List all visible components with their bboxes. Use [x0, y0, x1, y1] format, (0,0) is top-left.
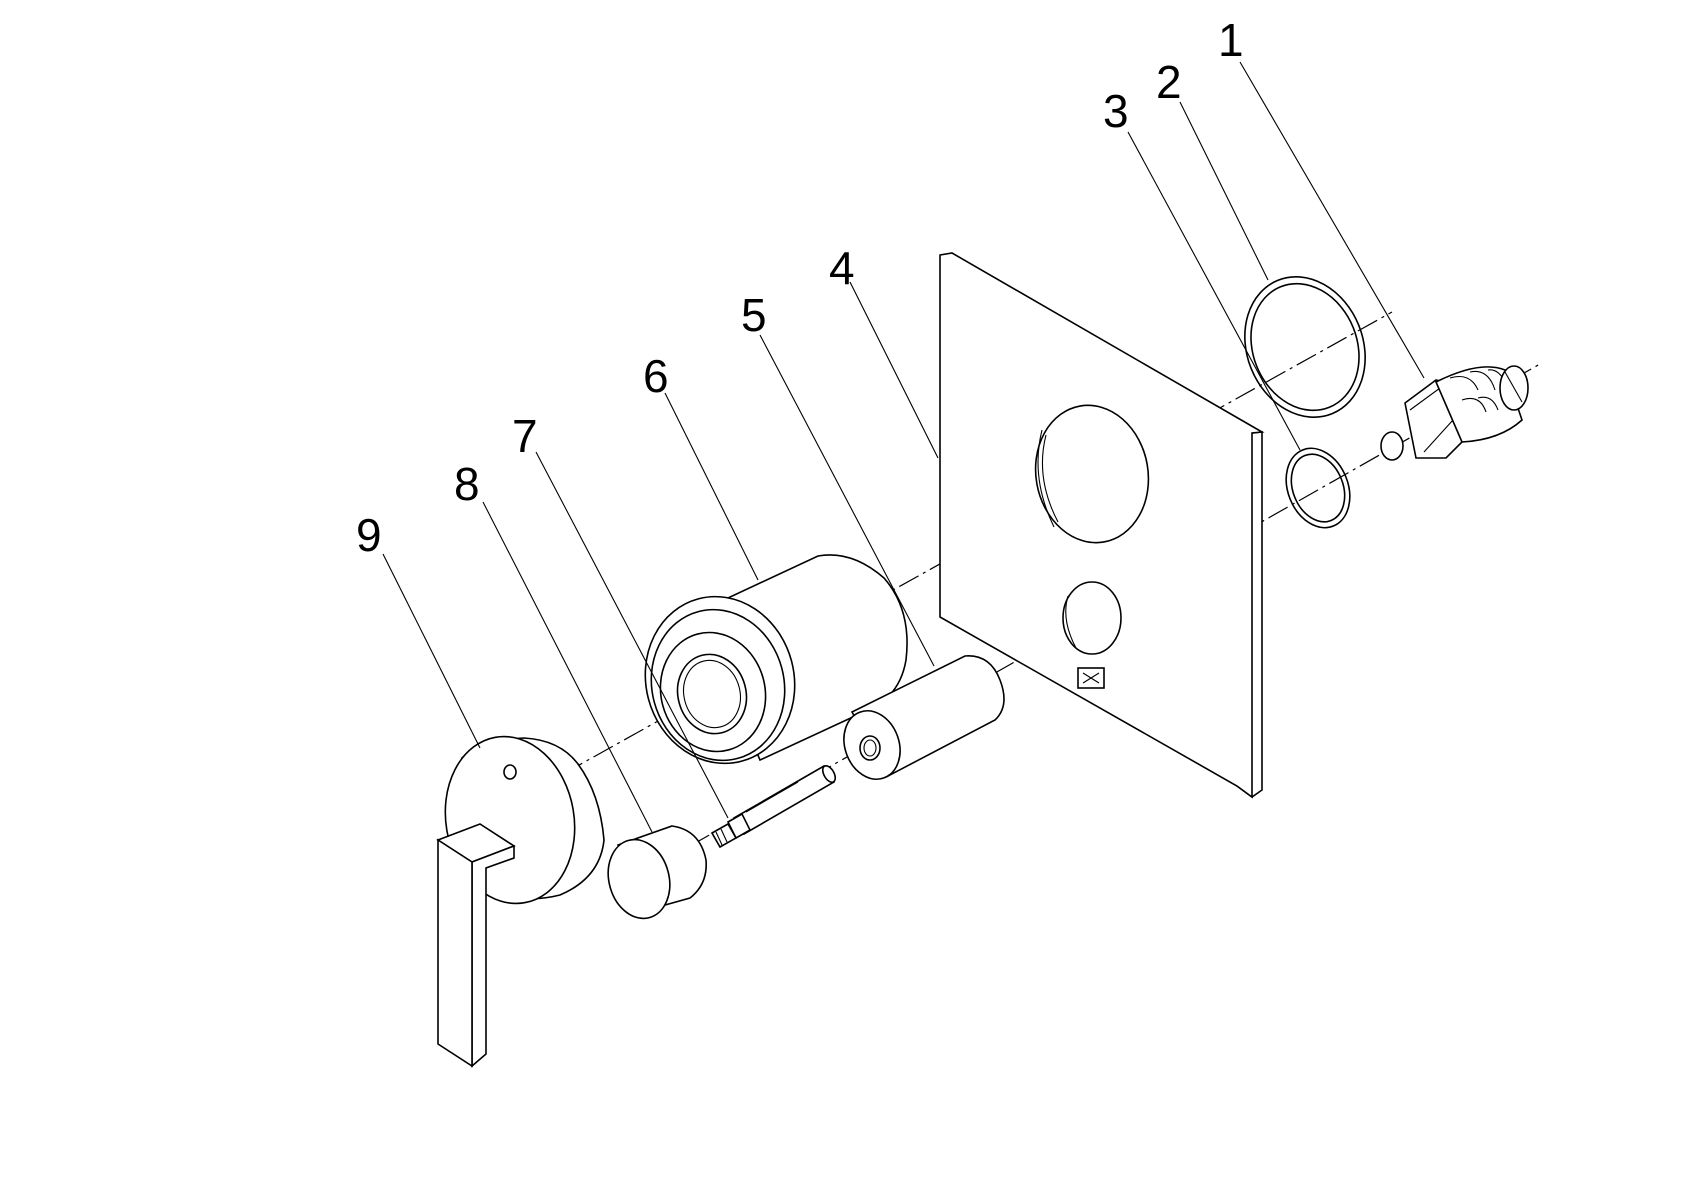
callout-labels: 1 2 3 4 5 6 7 8 9	[356, 14, 1244, 561]
callout-5: 5	[741, 289, 767, 341]
callout-8: 8	[454, 458, 480, 510]
leader-8	[482, 501, 653, 833]
large-o-ring-outer	[1244, 275, 1366, 419]
callout-3: 3	[1103, 85, 1129, 137]
callout-7: 7	[512, 410, 538, 462]
plate-large-opening-inner	[1041, 434, 1059, 523]
leader-7	[535, 451, 729, 819]
leader-9	[382, 553, 481, 749]
leader-6	[664, 392, 759, 581]
sleeve-front-collar	[644, 595, 796, 765]
leader-lines	[382, 61, 1425, 833]
leader-5	[759, 334, 935, 667]
extension-hole	[859, 735, 881, 761]
handle-set-screw-hole	[503, 764, 517, 780]
callout-2: 2	[1156, 56, 1182, 108]
part-2-large-o-ring	[1244, 275, 1366, 419]
plate-logo-mark	[1077, 667, 1105, 689]
callout-4: 4	[829, 242, 855, 294]
plate-face	[939, 252, 1265, 799]
large-o-ring-inner	[1250, 282, 1360, 412]
part-9-lever-handle	[436, 735, 605, 1068]
callout-1: 1	[1218, 14, 1244, 66]
leader-4	[849, 281, 939, 459]
cartridge-spindle-tip	[1380, 431, 1404, 461]
sleeve-collar-ring	[650, 608, 786, 762]
part-3-small-o-ring	[1285, 447, 1351, 529]
handle-lever-front	[437, 838, 473, 1068]
leader-1	[1239, 61, 1425, 379]
rod-body	[732, 764, 836, 836]
part-4-cover-plate	[939, 252, 1265, 799]
plate-large-opening	[1034, 404, 1150, 544]
part-5-extension-cylinder	[843, 655, 1005, 780]
part-7-spindle-rod	[710, 764, 837, 849]
part-1-valve-cartridge	[1380, 365, 1529, 461]
small-o-ring-outer	[1285, 447, 1351, 529]
callout-6: 6	[643, 350, 669, 402]
cap-front-face	[607, 838, 671, 920]
extension-front-face	[843, 710, 901, 780]
leader-3	[1127, 131, 1301, 451]
plate-small-opening	[1062, 581, 1122, 655]
small-o-ring-inner	[1290, 453, 1346, 523]
part-8-cap	[607, 825, 707, 920]
sleeve-bore	[676, 653, 748, 735]
sleeve-front-ring	[659, 631, 767, 753]
leader-2	[1179, 101, 1269, 281]
callout-9: 9	[356, 509, 382, 561]
